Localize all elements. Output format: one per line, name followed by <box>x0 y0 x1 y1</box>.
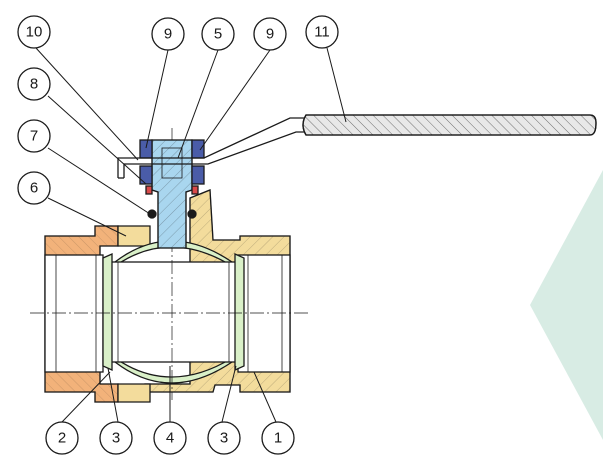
callout-9-left: 9 <box>151 17 185 51</box>
svg-text:6: 6 <box>30 180 38 197</box>
callout-5: 5 <box>201 17 235 51</box>
svg-text:7: 7 <box>30 128 38 145</box>
callouts: 10 9 5 9 11 8 7 6 <box>17 15 339 455</box>
callout-7: 7 <box>17 119 51 153</box>
union-end <box>44 225 151 403</box>
callout-4: 4 <box>153 421 187 455</box>
ball <box>109 240 238 384</box>
svg-text:9: 9 <box>164 26 172 43</box>
callout-10: 10 <box>17 15 51 49</box>
callout-6: 6 <box>17 171 51 205</box>
callout-8: 8 <box>17 67 51 101</box>
svg-text:11: 11 <box>314 24 330 41</box>
svg-text:9: 9 <box>266 26 274 43</box>
svg-text:1: 1 <box>274 430 282 447</box>
callout-3-left: 3 <box>99 421 133 455</box>
svg-text:3: 3 <box>220 430 228 447</box>
leader-lines <box>35 47 347 423</box>
callout-2: 2 <box>45 421 79 455</box>
callout-3-right: 3 <box>207 421 241 455</box>
svg-text:4: 4 <box>166 430 174 447</box>
handle <box>117 114 597 179</box>
callout-1: 1 <box>261 421 295 455</box>
seats <box>102 252 245 372</box>
stem-seals <box>145 185 199 219</box>
callout-11: 11 <box>305 15 339 49</box>
svg-text:10: 10 <box>26 24 43 41</box>
svg-text:3: 3 <box>112 430 120 447</box>
callout-9-right: 9 <box>253 17 287 51</box>
svg-text:8: 8 <box>30 76 38 93</box>
stem <box>151 139 193 249</box>
svg-text:5: 5 <box>214 26 222 43</box>
watermark-shape <box>530 170 603 440</box>
svg-text:2: 2 <box>58 430 66 447</box>
